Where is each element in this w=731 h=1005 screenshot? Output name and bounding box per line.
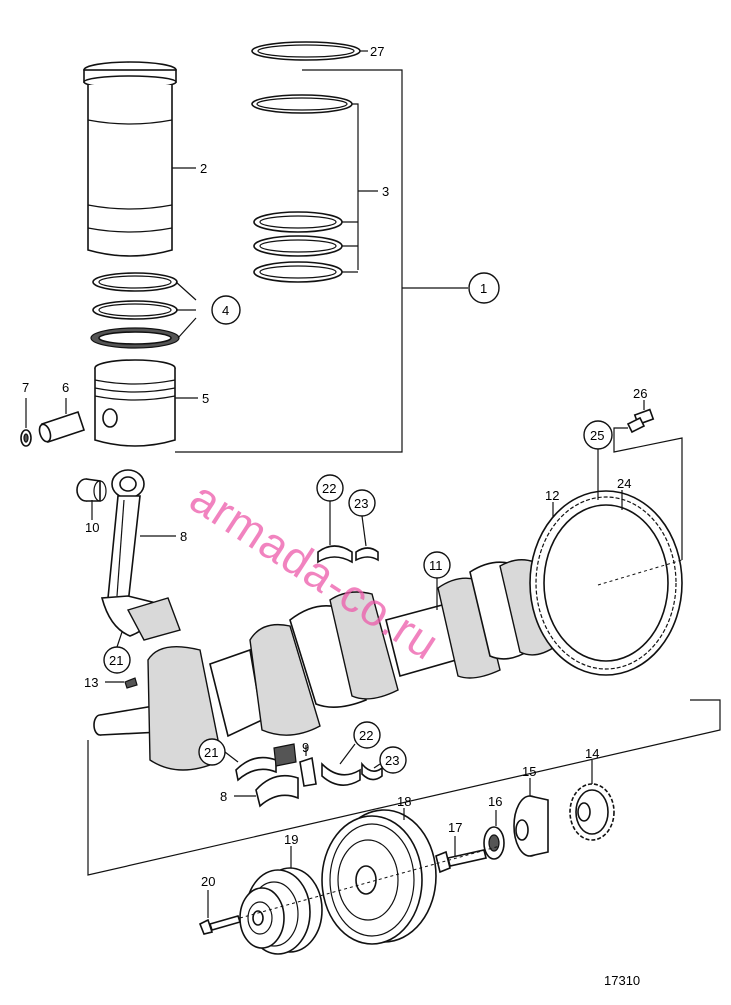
- connecting-rod: [100, 469, 181, 641]
- circlip: [20, 429, 32, 447]
- callout-22b: 22: [359, 728, 373, 743]
- callout-18: 18: [397, 794, 411, 809]
- callout-10: 10: [85, 520, 99, 535]
- pulley-bolt: [198, 915, 242, 935]
- main-bearing-shells: [317, 545, 379, 564]
- cylinder-liner: [83, 61, 177, 257]
- callout-20: 20: [201, 874, 215, 889]
- washer: [483, 826, 505, 860]
- callout-13: 13: [84, 675, 98, 690]
- callout-17: 17: [448, 820, 462, 835]
- callout-24: 24: [617, 476, 631, 491]
- callout-8b: 8: [220, 789, 227, 804]
- callout-11: 11: [429, 558, 443, 573]
- callout-3: 3: [382, 184, 389, 199]
- callout-26: 26: [633, 386, 647, 401]
- callout-23: 23: [354, 496, 368, 511]
- callout-8: 8: [180, 529, 187, 544]
- callout-16: 16: [488, 794, 502, 809]
- callout-6: 6: [62, 380, 69, 395]
- lower-main-bearing-shells: [321, 761, 383, 786]
- callout-15: 15: [522, 764, 536, 779]
- callout-14: 14: [585, 746, 599, 761]
- flywheel-bolt: [626, 408, 655, 434]
- hub-bolt: [435, 849, 487, 874]
- piston: [94, 359, 176, 447]
- callout-1: 1: [480, 281, 487, 296]
- callout-21: 21: [109, 653, 123, 668]
- piston-pin: [38, 410, 86, 444]
- callout-25: 25: [590, 428, 604, 443]
- callout-2: 2: [200, 161, 207, 176]
- callout-9: 9: [302, 740, 309, 755]
- callout-27: 27: [370, 44, 384, 59]
- callout-7: 7: [22, 380, 29, 395]
- callout-12: 12: [545, 488, 559, 503]
- crankshaft-gear: [569, 783, 615, 841]
- callout-23b: 23: [385, 753, 399, 768]
- piston-pin-bushing: [76, 478, 107, 502]
- callout-4: 4: [222, 303, 229, 318]
- pulley-hub: [513, 795, 549, 857]
- callout-21b: 21: [204, 745, 218, 760]
- rod-cap-bearings: [235, 743, 317, 808]
- figure-number: 17310: [604, 973, 641, 988]
- callout-5: 5: [202, 391, 209, 406]
- piston-rings: [90, 272, 180, 349]
- callout-19: 19: [284, 832, 298, 847]
- large-pulley: [321, 809, 437, 945]
- callout-22: 22: [322, 481, 336, 496]
- small-pulley: [239, 867, 323, 955]
